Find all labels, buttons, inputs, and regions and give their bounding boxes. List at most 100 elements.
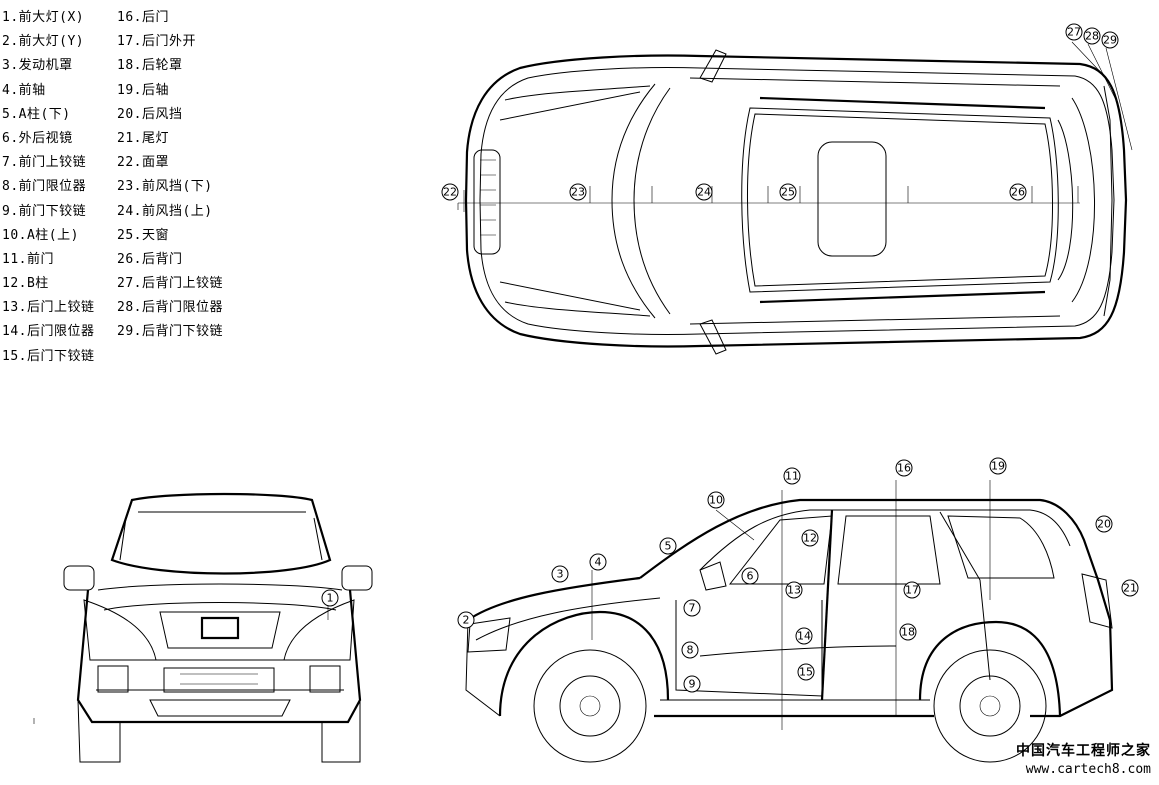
callout-marker xyxy=(903,581,921,599)
callout-marker xyxy=(1101,31,1119,49)
callout-marker xyxy=(741,567,759,585)
callout-label: 22 xyxy=(443,186,457,199)
top-view-body xyxy=(457,41,1133,355)
callout-label: 21 xyxy=(1123,582,1137,595)
callout-label: 25 xyxy=(781,186,795,199)
callout-label: 10 xyxy=(709,494,723,507)
watermark-site-name: 中国汽车工程师之家 xyxy=(1016,743,1151,759)
callout-marker xyxy=(1009,183,1027,201)
legend-item: 15.后门下铰链 xyxy=(2,348,95,364)
callout-marker xyxy=(1095,515,1113,533)
callout-label: 12 xyxy=(803,532,817,545)
callout-front: 1 xyxy=(321,589,339,607)
legend-item: 5.A柱(下) xyxy=(2,106,71,122)
legend-item: 6.外后视镜 xyxy=(2,130,73,146)
legend-item: 27.后背门上铰链 xyxy=(117,276,223,292)
legend-item: 22.面罩 xyxy=(117,155,169,171)
legend-item: 26.后背门 xyxy=(117,251,183,267)
legend-item: 12.B柱 xyxy=(2,276,49,292)
callout-marker xyxy=(797,663,815,681)
legend-item: 19.后轴 xyxy=(117,82,169,98)
callout-marker xyxy=(321,589,339,607)
watermark-url: www.cartech8.com xyxy=(1025,762,1151,777)
callout-label: 28 xyxy=(1085,30,1099,43)
callout-marker xyxy=(1065,23,1083,41)
car-front-view: 1 xyxy=(33,492,373,763)
callout-marker xyxy=(899,623,917,641)
callout-label: 17 xyxy=(905,584,919,597)
callout-marker xyxy=(801,529,819,547)
watermark: 中国汽车工程师之家 www.cartech8.com xyxy=(1016,740,1151,777)
callout-marker xyxy=(989,457,1007,475)
legend-item: 3.发动机罩 xyxy=(2,58,73,74)
callout-label: 14 xyxy=(797,630,811,643)
callout-label: 29 xyxy=(1103,34,1117,47)
callout-marker xyxy=(659,537,677,555)
callout-marker xyxy=(779,183,797,201)
callout-marker xyxy=(783,467,801,485)
legend-item: 24.前风挡(上) xyxy=(117,203,213,219)
callout-marker xyxy=(795,627,813,645)
callout-marker xyxy=(1083,27,1101,45)
legend-item: 9.前门下铰链 xyxy=(2,203,87,219)
legend-item: 11.前门 xyxy=(2,251,54,267)
callout-label: 20 xyxy=(1097,518,1111,531)
callout-marker xyxy=(683,675,701,693)
legend-item: 10.A柱(上) xyxy=(2,227,79,243)
callout-label: 1 xyxy=(327,592,334,605)
callout-marker xyxy=(681,641,699,659)
callout-label: 19 xyxy=(991,460,1005,473)
legend-item: 4.前轴 xyxy=(2,82,46,98)
callout-label: 3 xyxy=(557,568,564,581)
legend-item: 21.尾灯 xyxy=(117,130,169,146)
callout-marker xyxy=(695,183,713,201)
legend-column-left: 1.前大灯(X) 2.前大灯(Y) 3.发动机罩 4.前轴 5.A柱(下) 6.… xyxy=(2,6,94,369)
callout-label: 11 xyxy=(785,470,799,483)
legend-item: 14.后门限位器 xyxy=(2,324,95,340)
callout-label: 9 xyxy=(689,678,696,691)
callout-label: 4 xyxy=(595,556,602,569)
legend-item: 2.前大灯(Y) xyxy=(2,34,85,50)
callout-marker xyxy=(569,183,587,201)
front-view-body xyxy=(33,492,373,763)
callout-marker xyxy=(441,183,459,201)
callout-label: 6 xyxy=(747,570,754,583)
callout-marker xyxy=(895,459,913,477)
legend-item: 23.前风挡(下) xyxy=(117,179,213,195)
callout-top: 22 23 24 25 26 27 28 29 xyxy=(441,23,1119,201)
callout-label: 18 xyxy=(901,626,915,639)
callout-label: 2 xyxy=(463,614,470,627)
legend-item: 13.后门上铰链 xyxy=(2,300,95,316)
callout-label: 13 xyxy=(787,584,801,597)
legend-item: 29.后背门下铰链 xyxy=(117,324,223,340)
callout-label: 23 xyxy=(571,186,585,199)
callout-label: 24 xyxy=(697,186,711,199)
legend-item: 8.前门限位器 xyxy=(2,179,87,195)
legend-column-right: 16.后门 17.后门外开 18.后轮罩 19.后轴 20.后风挡 21.尾灯 … xyxy=(117,6,223,345)
legend-item: 1.前大灯(X) xyxy=(2,10,85,25)
car-top-view: 22 23 24 25 26 27 28 29 xyxy=(441,23,1133,355)
legend-item: 17.后门外开 xyxy=(117,34,196,50)
callout-label: 7 xyxy=(689,602,696,615)
callout-side: 2 3 4 5 6 7 8 9 10 11 12 13 14 15 16 17 … xyxy=(457,457,1139,693)
side-view-body xyxy=(465,480,1114,763)
callout-marker xyxy=(785,581,803,599)
callout-label: 26 xyxy=(1011,186,1025,199)
callout-label: 15 xyxy=(799,666,813,679)
legend-item: 20.后风挡 xyxy=(117,106,183,122)
legend-item: 16.后门 xyxy=(117,10,169,25)
callout-label: 27 xyxy=(1067,26,1081,39)
legend-item: 25.天窗 xyxy=(117,227,169,243)
callout-label: 8 xyxy=(687,644,694,657)
callout-label: 16 xyxy=(897,462,911,475)
legend-item: 7.前门上铰链 xyxy=(2,155,87,171)
callout-marker xyxy=(1121,579,1139,597)
callout-marker xyxy=(551,565,569,583)
callout-marker xyxy=(589,553,607,571)
callout-marker xyxy=(457,611,475,629)
callout-label: 5 xyxy=(665,540,672,553)
legend-item: 18.后轮罩 xyxy=(117,58,183,74)
legend-item: 28.后背门限位器 xyxy=(117,300,223,316)
callout-marker xyxy=(707,491,725,509)
